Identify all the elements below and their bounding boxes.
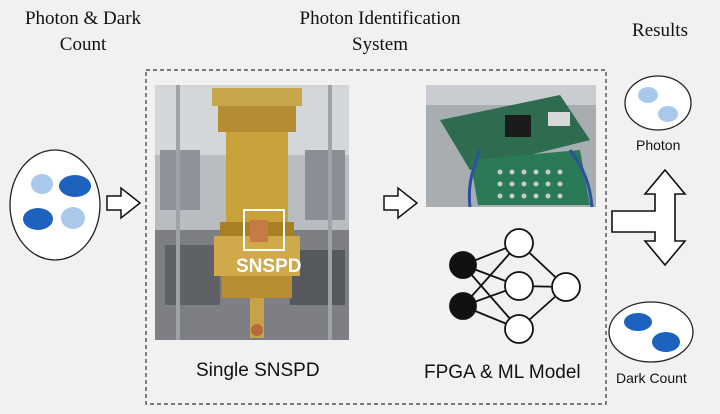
snspd-tag: SNSPD [236, 256, 302, 277]
photon-result-ellipse [624, 75, 692, 131]
dark-count-dot [652, 332, 680, 352]
dark-count-dot [624, 313, 652, 331]
neural-network-icon [449, 228, 581, 344]
nn-hidden-node [504, 271, 534, 301]
nn-output-node [551, 272, 581, 302]
snspd-highlight-box [243, 209, 285, 251]
fpga-photo [426, 85, 596, 208]
branching-double-arrow-icon [611, 168, 687, 267]
photon-dot [638, 87, 658, 103]
nn-hidden-node [504, 228, 534, 258]
system-heading: Photon Identification System [299, 8, 461, 55]
dark-count-result-group [608, 301, 694, 363]
system-frame [145, 69, 607, 405]
dark-count-dot [59, 175, 91, 197]
nn-hidden-node [504, 314, 534, 344]
photon-dot [31, 174, 53, 194]
fpga-ml-label: FPGA & ML Model [424, 362, 581, 383]
right-arrow-icon [383, 186, 419, 220]
dark-count-result-label: Dark Count [616, 370, 687, 386]
photon-result-label: Photon [636, 137, 681, 153]
nn-input-node [449, 251, 477, 279]
input-heading: Photon & Dark Count [24, 8, 142, 55]
dark-count-result-ellipse [608, 301, 694, 363]
input-ellipse [9, 149, 101, 261]
single-snspd-label: Single SNSPD [196, 360, 320, 381]
photon-dot [658, 106, 678, 122]
right-arrow-icon [106, 186, 142, 220]
nn-input-node [449, 292, 477, 320]
snspd-photo [155, 85, 349, 340]
results-heading: Results [632, 20, 688, 41]
photon-dot [61, 207, 85, 229]
input-count-group [9, 149, 101, 261]
photon-result-group [624, 75, 692, 131]
dark-count-dot [23, 208, 53, 230]
